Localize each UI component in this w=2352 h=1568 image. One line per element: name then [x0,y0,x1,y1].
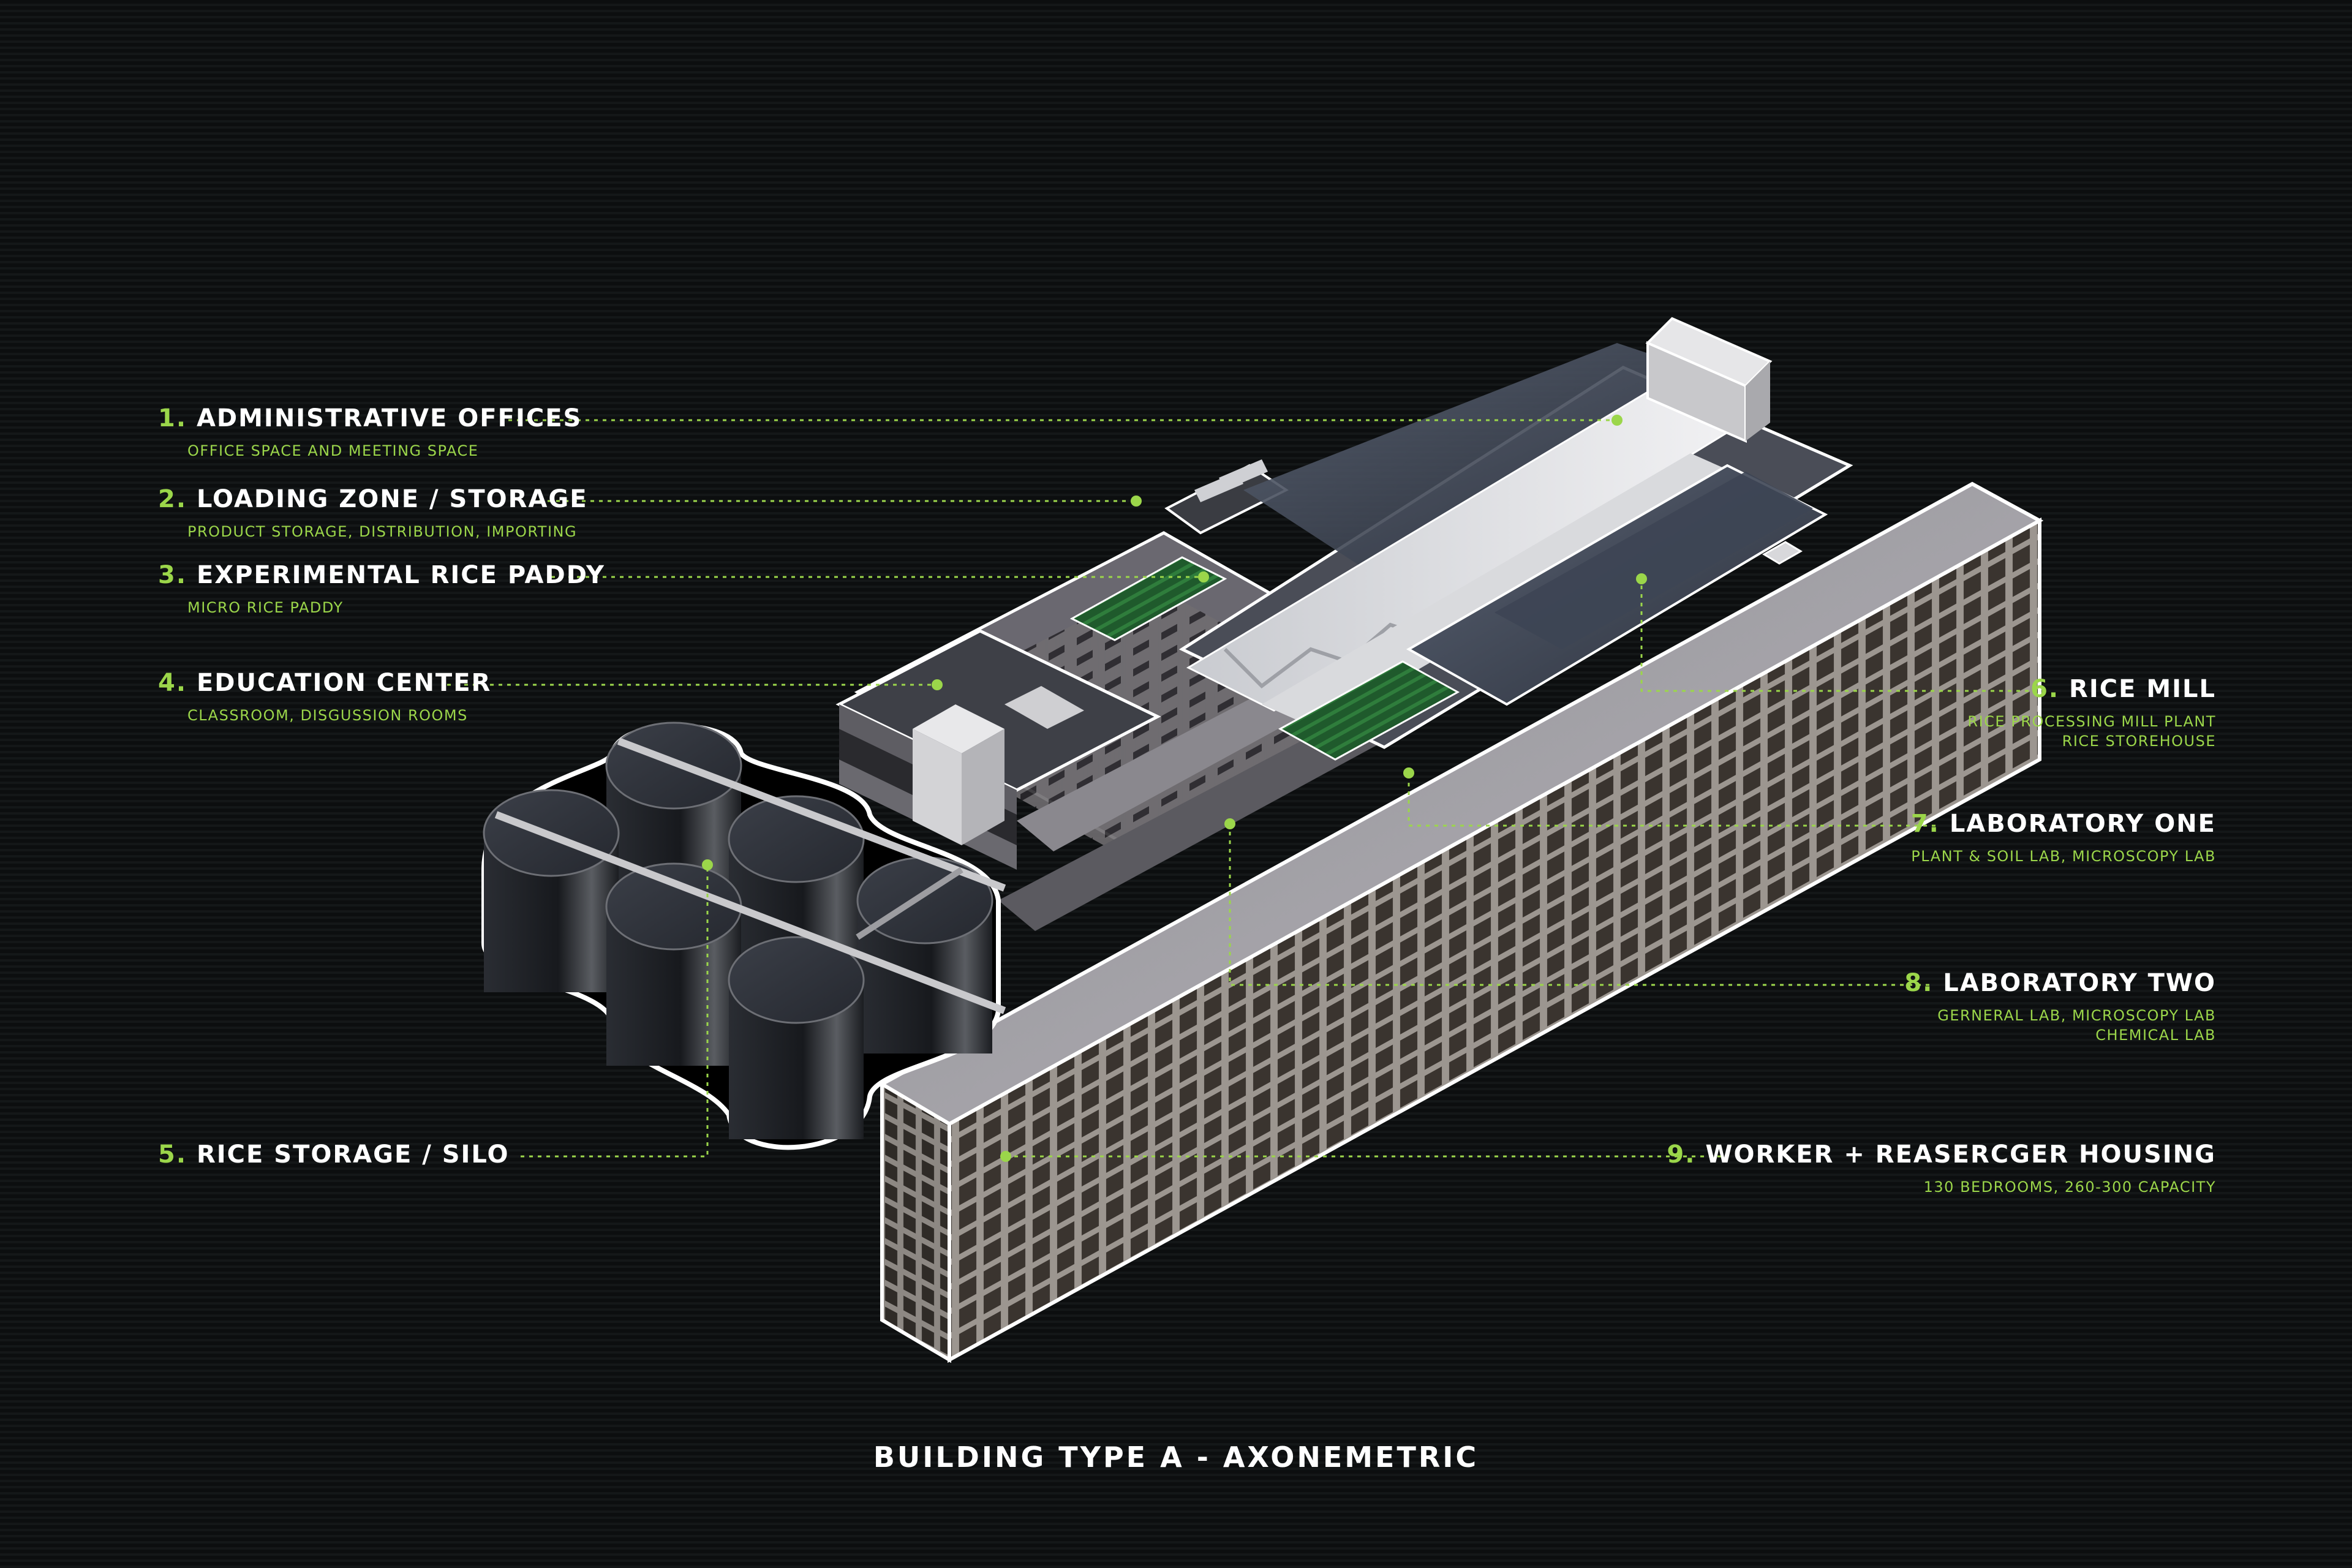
label-title: WORKER + REASERCGER HOUSING [1705,1140,2216,1169]
housing-bar-shape [878,481,2044,1363]
label-subtitle: GERNERAL LAB, MICROSCOPY LAB [1937,1007,2216,1024]
leader-lines [447,419,2046,1158]
label-experimental-rice-paddy: 3. EXPERIMENTAL RICE PADDY MICRO RICE PA… [158,561,605,616]
label-number: 3. [158,561,187,589]
rice-paddy-shapes [1069,556,1460,761]
leader-dots [702,415,1647,1162]
label-title: EDUCATION CENTER [196,669,492,697]
label-rice-storage-silo: 5. RICE STORAGE / SILO [158,1140,510,1169]
label-title: LOADING ZONE / STORAGE [196,485,588,513]
label-subtitle: PRODUCT STORAGE, DISTRIBUTION, IMPORTING [187,523,578,540]
label-administrative-offices: 1. ADMINISTRATIVE OFFICES OFFICE SPACE A… [158,404,582,459]
admin-tower-shape [1645,317,1773,443]
label-worker-housing: 9. WORKER + REASERCGER HOUSING 130 BEDRO… [1667,1140,2216,1197]
label-subtitle: PLANT & SOIL LAB, MICROSCOPY LAB [1911,848,2216,865]
education-center-shape [835,629,1161,870]
label-number: 1. [158,404,187,432]
label-number: 7. [1910,810,1940,838]
label-number: 4. [158,669,187,697]
label-subtitle: MICRO RICE PADDY [187,599,344,616]
label-laboratory-one: 7. LABORATORY ONE PLANT & SOIL LAB, MICR… [1911,810,2216,866]
label-title: RICE MILL [2069,675,2216,703]
label-subtitle: RICE PROCESSING MILL PLANT [1967,713,2216,730]
label-title: EXPERIMENTAL RICE PADDY [196,561,605,589]
label-subtitle: CHEMICAL LAB [2095,1027,2216,1044]
label-title: RICE STORAGE / SILO [196,1140,510,1169]
label-subtitle: RICE STOREHOUSE [2062,733,2216,750]
drawing-caption: BUILDING TYPE A - AXONEMETRIC [873,1441,1479,1474]
label-subtitle: 130 BEDROOMS, 260-300 CAPACITY [1923,1178,2216,1196]
rice-mill-shape [1178,343,1853,749]
label-laboratory-two: 8. LABORATORY TWO GERNERAL LAB, MICROSCO… [1904,969,2216,1045]
label-title: LABORATORY ONE [1949,810,2216,838]
label-education-center: 4. EDUCATION CENTER CLASSROOM, DISGUSSIO… [158,669,491,724]
label-number: 5. [158,1140,187,1169]
label-subtitle: OFFICE SPACE AND MEETING SPACE [187,442,479,459]
label-number: 2. [158,485,187,513]
label-title: LABORATORY TWO [1943,969,2216,997]
label-subtitle: CLASSROOM, DISGUSSION ROOMS [187,707,468,724]
label-number: 6. [2030,675,2060,703]
label-number: 8. [1904,969,1934,997]
label-title: ADMINISTRATIVE OFFICES [196,404,582,432]
label-number: 9. [1667,1140,1696,1169]
label-loading-zone: 2. LOADING ZONE / STORAGE PRODUCT STORAG… [158,485,588,540]
label-rice-mill: 6. RICE MILL RICE PROCESSING MILL PLANT … [1967,675,2216,751]
